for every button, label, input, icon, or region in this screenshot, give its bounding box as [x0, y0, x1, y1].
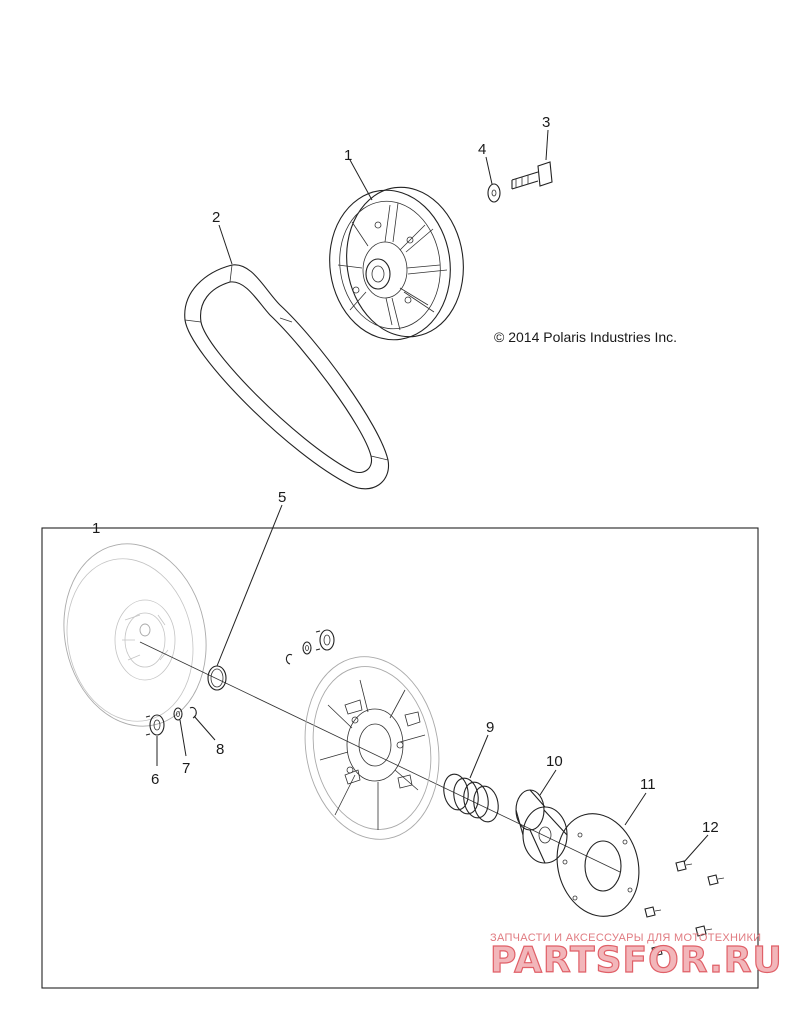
drive-belt	[184, 264, 390, 490]
bearing	[145, 714, 165, 736]
cam-helix	[515, 789, 568, 864]
callout-7: 7	[182, 760, 190, 777]
washer	[487, 183, 501, 203]
callout-6: 6	[151, 771, 159, 788]
screws	[644, 860, 725, 957]
spring	[443, 773, 499, 823]
copyright-text: © 2014 Polaris Industries Inc.	[494, 329, 677, 345]
detail-box	[41, 527, 759, 989]
callout-9: 9	[486, 719, 494, 736]
callout-3: 3	[542, 114, 550, 131]
callout-1-top: 1	[344, 147, 352, 164]
movable-sheave	[304, 656, 440, 840]
o-ring	[207, 665, 227, 691]
watermark-brand: PARTSFOR.RU	[490, 940, 783, 981]
callout-5: 5	[278, 489, 286, 506]
callout-2: 2	[212, 209, 220, 226]
cover-plate	[556, 813, 640, 917]
callout-11: 11	[640, 776, 656, 793]
callout-12: 12	[702, 819, 719, 836]
bolt	[511, 161, 553, 190]
driven-clutch-top	[329, 186, 464, 341]
stationary-sheave	[63, 543, 207, 727]
callout-4: 4	[478, 141, 486, 158]
washer-small	[173, 707, 183, 721]
callout-8: 8	[216, 741, 224, 758]
callout-1-box: 1	[92, 520, 100, 537]
watermark-tagline: ЗАПЧАСТИ И АКСЕССУАРЫ ДЛЯ МОТОТЕХНИКИ	[490, 932, 761, 944]
callout-10: 10	[546, 753, 563, 770]
clip	[189, 706, 197, 719]
bearing-upper	[285, 629, 335, 665]
